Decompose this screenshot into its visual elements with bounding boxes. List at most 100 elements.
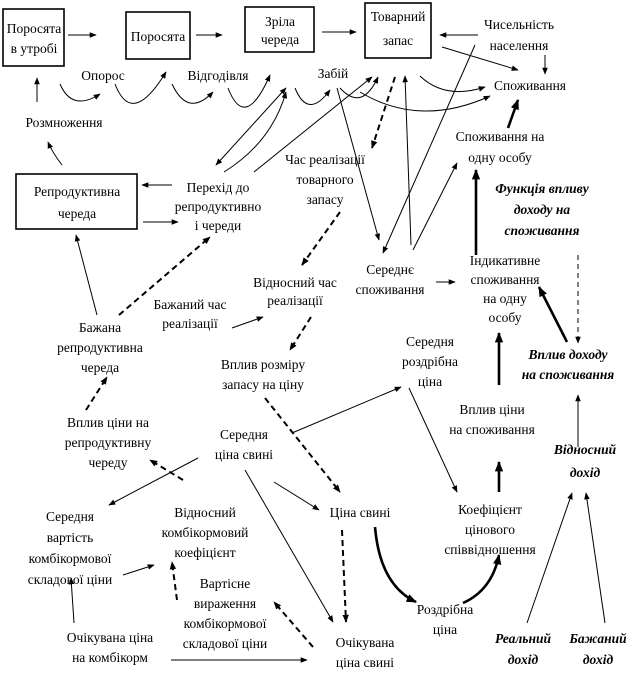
node-pig-price: Ціна свині: [330, 505, 391, 520]
node-label-line: реалізації: [267, 293, 323, 308]
node-label-line: Вплив ціни на: [67, 415, 149, 430]
node-label-line: на комбікорм: [72, 650, 148, 665]
arrow-icon: [408, 387, 458, 493]
node-label-line: Ціна свині: [330, 505, 391, 520]
arrow-icon: [264, 397, 341, 493]
piglets-box: [125, 11, 191, 60]
arrow-icon: [169, 561, 178, 601]
node-label-line: Роздрібна: [417, 602, 473, 617]
node-label-line: Очікувана ціна: [67, 630, 153, 645]
node-label-line: Середня: [406, 334, 454, 349]
node-label-line: череда: [58, 206, 96, 221]
node-label-line: Бажаний час: [154, 297, 227, 312]
arrow-icon: [171, 83, 214, 104]
node-label-line: Середня: [220, 427, 268, 442]
arrow-icon: [273, 481, 320, 511]
stock-box: [364, 2, 432, 59]
node-label-line: череду: [89, 455, 128, 470]
node-label-line: ціна: [433, 622, 457, 637]
arrow-icon: [462, 553, 502, 605]
arrow-icon: [402, 75, 412, 246]
node-consumption: Споживання: [494, 78, 566, 93]
arrow-icon: [273, 601, 314, 648]
arrow-icon: [68, 577, 75, 624]
arrow-icon: [441, 46, 519, 71]
node-label-line: Середнє: [366, 262, 414, 277]
node-label-line: доходу на: [514, 202, 571, 217]
node-label-line: на споживання: [522, 367, 615, 382]
piglets-womb-box: [2, 8, 65, 67]
node-label-line: Середня: [46, 509, 94, 524]
repro-herd-box: [15, 173, 138, 230]
node-label-line: Реальний: [495, 631, 551, 646]
node-label-line: Коефіцієнт: [458, 502, 522, 517]
node-label-line: Репродуктивна: [34, 184, 120, 199]
node-label-line: Вартісне: [200, 576, 250, 591]
node-label-line: роздрібна: [402, 354, 458, 369]
node-label-line: Вплив ціни: [459, 402, 524, 417]
node-label-line: дохід: [583, 652, 614, 667]
node-label-line: Забій: [318, 66, 349, 81]
arrow-icon: [291, 386, 402, 434]
node-label-line: споживання: [505, 223, 580, 238]
node-label-line: ціна свині: [336, 655, 394, 670]
node-repro-herd: Репродуктивна череда: [34, 184, 120, 221]
node-label-line: і череди: [195, 218, 242, 233]
node-label-line: Очікувана: [336, 635, 395, 650]
arrow-icon: [359, 91, 491, 112]
node-label-line: Чисельність: [484, 17, 554, 32]
arrow-icon: [537, 286, 569, 343]
node-label-line: ціна: [418, 374, 442, 389]
arrow-icon: [419, 75, 486, 93]
node-label-line: репродуктивно: [175, 199, 262, 214]
node-label-line: репродуктивну: [65, 435, 152, 450]
node-relative-time: Відносний час реалізації: [253, 275, 337, 308]
node-label-line: Бажаний: [568, 631, 627, 646]
node-avg-retail: Середня роздрібна ціна: [402, 334, 458, 389]
arrow-icon: [108, 457, 199, 506]
node-retail-price: Роздрібна ціна: [417, 602, 473, 637]
node-income-effect: Вплив доходу на споживання: [522, 347, 615, 382]
node-label-line: складової ціни: [183, 636, 267, 651]
arrow-icon: [59, 83, 101, 102]
arrow-icon: [114, 71, 167, 104]
mature-herd-box: [244, 6, 315, 53]
arrow-icon: [244, 469, 334, 623]
node-label-line: Розмноження: [25, 115, 102, 130]
node-label-line: запасу: [307, 192, 344, 207]
arrow-icon: [336, 87, 381, 241]
node-label-line: Поросята: [131, 29, 186, 44]
arrow-icon: [412, 162, 458, 251]
node-label-line: споживання: [470, 272, 539, 287]
arrow-icon: [373, 526, 417, 604]
node-label-line: Вплив доходу: [527, 347, 608, 362]
node-label-line: Відносний час: [253, 275, 337, 290]
node-label-line: череда: [81, 360, 119, 375]
node-label-line: запасу на ціну: [222, 377, 304, 392]
arrow-icon: [289, 316, 312, 351]
arrow-icon: [231, 316, 264, 329]
node-label-line: дохід: [570, 465, 601, 480]
arrow-icon: [253, 76, 373, 173]
node-label-line: Відносний: [174, 505, 236, 520]
node-expected-pig: Очікувана ціна свині: [336, 635, 395, 670]
arrow-icon: [149, 459, 184, 481]
node-breeding: Розмноження: [25, 115, 102, 130]
node-label-line: комбікормової: [29, 551, 112, 566]
node-label-line: коефіцієнт: [174, 545, 235, 560]
node-label-line: Індикативне: [470, 253, 541, 268]
node-label-line: Бажана: [79, 320, 121, 335]
